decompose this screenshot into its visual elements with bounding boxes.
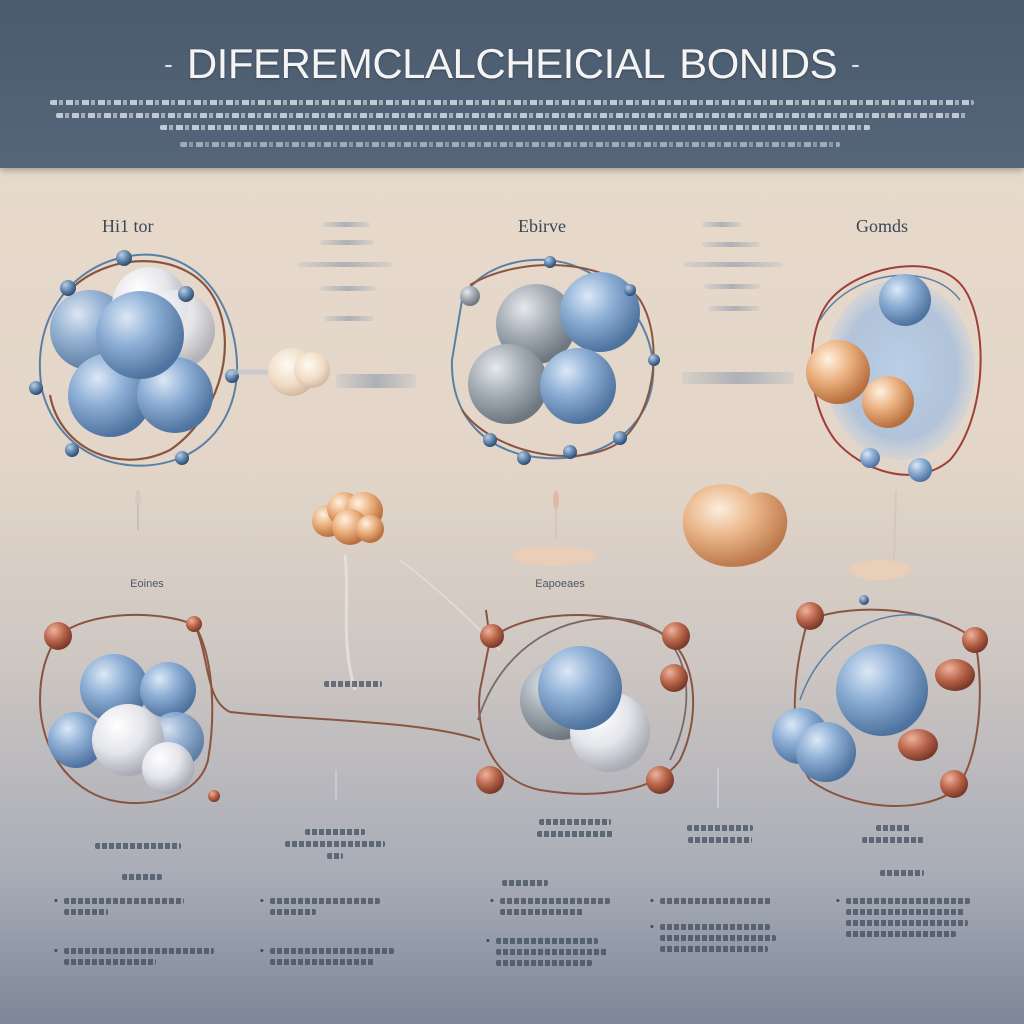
energy-level-bar	[324, 316, 374, 321]
bullet-item: •	[54, 946, 214, 968]
header-banner: - DIFEREMCLALCHEICIAL BONIDS -	[0, 0, 1024, 168]
molecule-top-right	[806, 265, 982, 482]
page-title: DIFEREMCLALCHEICIAL	[186, 40, 666, 87]
header-fineprint-line	[160, 125, 870, 130]
bullet-item: •	[490, 896, 610, 918]
title-row: - DIFEREMCLALCHEICIAL BONIDS -	[0, 38, 1024, 90]
energy-level-bar	[702, 242, 760, 247]
title-dash-right: -	[851, 48, 860, 79]
panel-label-right: Gomds	[856, 216, 909, 236]
caption-blur	[318, 678, 388, 690]
mid-label-center: Eapoeaes	[535, 578, 585, 590]
molecule-bottom-right	[772, 595, 988, 807]
energy-level-bar	[322, 222, 370, 227]
caption-blur	[680, 822, 760, 846]
panel-label-left: Hi1 tor	[102, 216, 154, 236]
energy-level-bar	[320, 286, 376, 291]
caption-blur	[858, 822, 928, 846]
energy-level-bar	[298, 262, 392, 267]
header-fineprint-line	[180, 142, 840, 147]
caption-blur	[282, 826, 388, 862]
header-fineprint-line	[56, 113, 968, 118]
bond-label-blur	[682, 372, 794, 384]
molecule-bottom-left	[38, 613, 481, 804]
molecule-bottom-center	[476, 609, 695, 795]
energy-level-bar	[684, 262, 782, 267]
energy-level-bar	[708, 306, 760, 311]
energy-level-bar	[320, 240, 374, 245]
energy-level-bar	[702, 222, 742, 227]
column-heading-blur	[880, 870, 924, 876]
middle-row-droplets	[135, 484, 910, 691]
column-heading-blur	[122, 874, 162, 880]
header-fineprint-line	[50, 100, 974, 105]
bullet-item: •	[260, 896, 380, 918]
molecule-top-left	[29, 250, 239, 467]
panel-label-center: Ebirve	[518, 216, 566, 236]
page-title-suffix: BONIDS	[679, 40, 838, 87]
bullet-item: •	[260, 946, 394, 968]
molecule-top-center	[450, 256, 660, 465]
cream-sphere-pair	[268, 348, 330, 396]
bullet-item: •	[486, 936, 608, 969]
bullet-item: •	[54, 896, 184, 918]
bond-label-blur	[336, 374, 416, 388]
bullet-item: •	[650, 896, 772, 907]
column-heading-blur	[502, 880, 548, 886]
mid-label-left: Eoines	[130, 578, 164, 590]
bullet-item: •	[650, 922, 776, 955]
energy-level-bar	[704, 284, 760, 289]
bullet-item: •	[836, 896, 970, 940]
title-dash-left: -	[164, 48, 173, 79]
caption-blur	[530, 816, 620, 840]
caption-blur	[90, 840, 185, 852]
